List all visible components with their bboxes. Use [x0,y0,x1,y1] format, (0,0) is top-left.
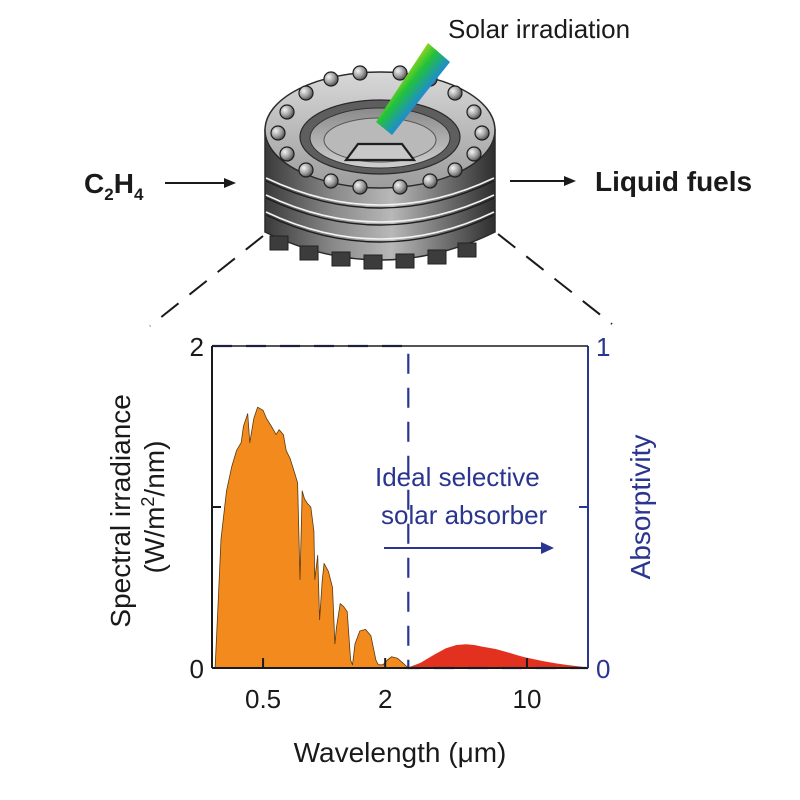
solar-beam [376,43,450,135]
series-solar-area [214,406,409,669]
absorber-annotation-line1: Ideal selective [375,462,540,492]
y2-tick-label: 1 [596,332,610,362]
chart: 0.5 2 10 0 2 0 1 Wavelength (μm) Spectral irra… [105,332,656,768]
reactor-rings [265,177,495,240]
y-tick-label: 0 [190,654,204,684]
axis-ticks: 0.5 2 10 0 2 0 1 [190,332,611,714]
reactor-bolts [270,65,490,195]
input-arrow [165,178,236,188]
reactor-teeth [269,235,477,270]
irradiation-label: Solar irradiation [448,14,630,44]
x-axis-label: Wavelength (μm) [294,737,507,768]
reactor-illustration [264,43,496,270]
x-tick-label: 10 [512,684,541,714]
catalyst-plate [343,142,417,162]
zoom-lines [149,233,613,327]
y2-tick-label: 0 [596,654,610,684]
x-tick-label: 2 [378,684,392,714]
absorber-annotation-arrow [384,542,554,554]
series-thermal-area [407,644,589,669]
plot-area [212,344,589,670]
absorber-annotation-line2: solar absorber [381,500,548,530]
y2-axis-label: Absorptivity [625,435,656,580]
liquid-fuels-label: Liquid fuels [595,166,752,197]
output-arrow [510,176,576,186]
y-tick-label: 2 [190,332,204,362]
y-axis-label: Spectral irradiance (W/m2/nm) [105,386,170,627]
ethylene-label: C2H4 [84,168,144,204]
x-tick-label: 0.5 [245,684,281,714]
series-absorber-line [212,344,588,670]
